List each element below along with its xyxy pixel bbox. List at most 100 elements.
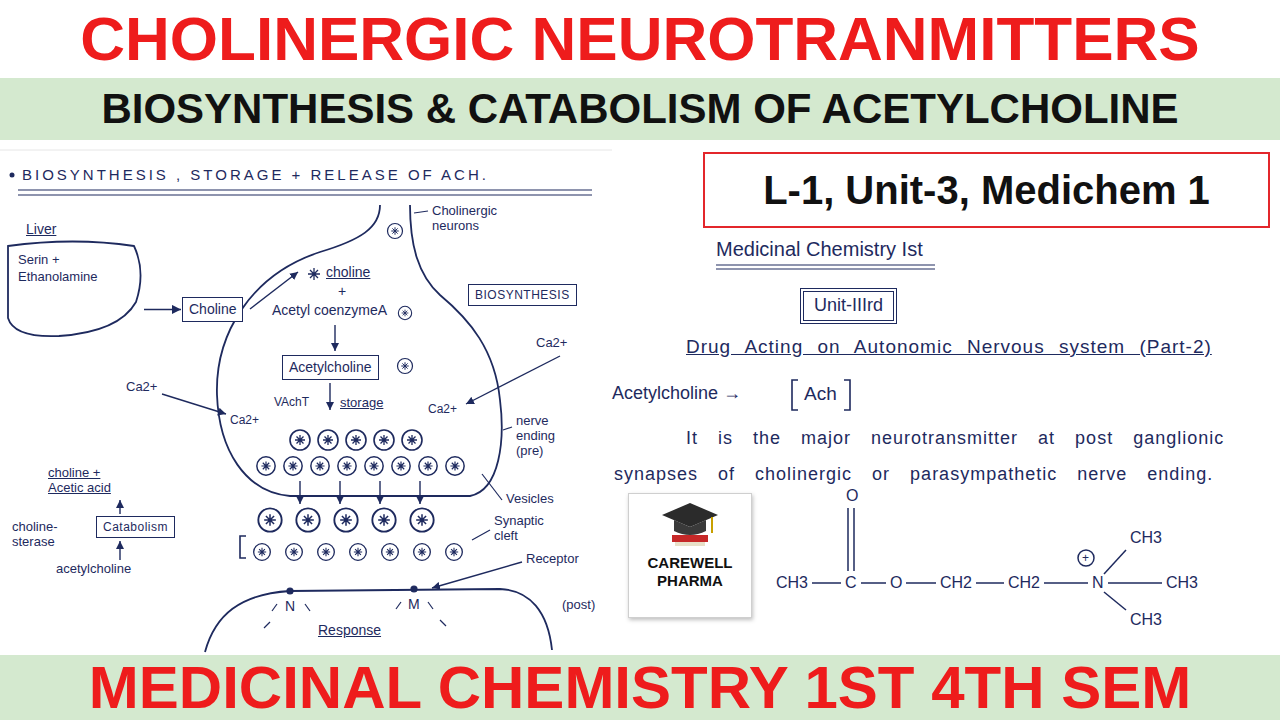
flow-arrow xyxy=(119,541,120,560)
vesicle-symbol xyxy=(382,544,399,561)
vesicle-symbol xyxy=(392,457,410,475)
receptor-symbol xyxy=(396,602,401,609)
callout-label: Receptor xyxy=(526,552,579,567)
note-heading: Drug Acting on Autonomic Nervous system … xyxy=(686,336,1212,358)
receptor-label: M xyxy=(408,596,420,612)
logo-icon xyxy=(711,517,713,533)
callout-label: Synaptic cleft xyxy=(494,514,554,544)
neuron-terminal xyxy=(217,205,502,496)
abbreviation: Ach xyxy=(804,383,837,405)
enzyme-label: choline- sterase xyxy=(12,520,72,550)
atom-label: CH3 xyxy=(776,575,808,591)
flow-arrow xyxy=(334,325,335,351)
callout-label: Vesicles xyxy=(506,492,554,507)
leader-line xyxy=(503,427,512,430)
callout-label: nerve ending (pre) xyxy=(516,414,578,459)
flow-arrow xyxy=(419,481,420,504)
ion-label: Ca2+ xyxy=(126,380,157,395)
node-text: L-1, Unit-3, Medichem 1 xyxy=(763,168,1210,212)
flow-arrow xyxy=(120,272,560,588)
flow-arrow xyxy=(379,481,380,504)
vesicle-symbol xyxy=(365,457,383,475)
atom-label: CH3 xyxy=(1166,575,1198,591)
chemical-bond xyxy=(1108,582,1162,584)
chemical-bond xyxy=(812,508,1162,610)
logo-icon xyxy=(672,535,708,542)
atom-label: C xyxy=(845,575,857,591)
vesicle-symbol xyxy=(346,430,366,450)
ion-label: Ca2+ xyxy=(536,336,567,351)
atom-label: CH3 xyxy=(1130,612,1162,628)
node-text: MEDICINAL CHEMISTRY 1ST 4TH SEM xyxy=(89,658,1191,718)
plus-sign: + xyxy=(338,283,346,299)
node-text: Catabolism xyxy=(103,520,168,534)
flow-arrow xyxy=(466,356,560,404)
atom-label: CH2 xyxy=(940,575,972,591)
vesicle-symbol xyxy=(290,430,310,450)
receptor-symbol xyxy=(305,604,310,611)
logo-box: CAREWELL PHARMA xyxy=(628,493,752,618)
response-label: Response xyxy=(318,622,381,638)
page-title: CHOLINERGIC NEUROTRANMITTERS xyxy=(80,8,1199,70)
chemical-bond xyxy=(976,582,1004,584)
paper-edge xyxy=(0,150,612,151)
callout-label: Cholinergic neurons xyxy=(432,204,514,234)
chemical-bond xyxy=(847,508,849,571)
vesicle-symbol xyxy=(398,306,411,319)
chemical-bond xyxy=(1104,592,1126,610)
vesicle-symbol xyxy=(374,430,394,450)
logo-icon xyxy=(675,542,705,546)
receptor-symbol xyxy=(264,622,270,628)
note-underline xyxy=(716,265,935,269)
storage-label: storage xyxy=(340,396,383,411)
vesicle-symbol xyxy=(398,359,413,374)
atom-label: CH2 xyxy=(1008,575,1040,591)
atom-label: N xyxy=(1092,575,1104,591)
section-underline xyxy=(18,189,592,190)
node-text: BIOSYNTHESIS xyxy=(475,288,570,302)
vesicle-symbol xyxy=(311,457,329,475)
substrate-label: choline xyxy=(326,264,370,280)
star-mark xyxy=(308,268,320,280)
vesicle-symbol xyxy=(338,457,356,475)
bracket xyxy=(844,380,850,410)
vesicle-symbol xyxy=(258,508,281,531)
neuron-terminal xyxy=(217,205,502,496)
paper-edge xyxy=(0,150,612,151)
flow-arrow xyxy=(339,481,340,504)
ion-label: Ca2+ xyxy=(428,403,457,417)
note-heading: Medicinal Chemistry Ist xyxy=(716,238,923,261)
vesicle-symbol xyxy=(257,457,275,475)
lecture-box: L-1, Unit-3, Medichem 1 xyxy=(703,152,1270,228)
note-text: Acetylcholine → xyxy=(612,383,741,404)
vesicle-symbol xyxy=(284,457,302,475)
atom-label: O xyxy=(846,488,858,504)
section-underline xyxy=(18,194,592,195)
note-paragraph: It is the major neurotransmitter at post… xyxy=(614,420,1250,492)
node-text: CAREWELL PHARMA xyxy=(640,554,740,590)
liver-body: Serin + Ethanolamine xyxy=(18,252,102,285)
callout-label: (post) xyxy=(562,598,595,613)
vesicle-symbol xyxy=(446,457,464,475)
note-underline xyxy=(716,264,935,265)
connector-arrow xyxy=(144,309,181,311)
flow-arrow xyxy=(432,562,522,588)
flow-arrow xyxy=(299,481,300,504)
bracket xyxy=(240,536,246,558)
logo-icon xyxy=(674,520,706,535)
vesicle-symbol xyxy=(334,508,357,531)
vesicle-symbol xyxy=(318,544,335,561)
flow-arrow xyxy=(162,394,226,414)
vesicle-symbol xyxy=(419,457,437,475)
note-underline xyxy=(716,268,935,269)
vesicle-symbol xyxy=(254,224,465,561)
chemical-bond xyxy=(812,582,841,584)
leader-line xyxy=(482,474,502,500)
substrate-label: Acetyl coenzymeA xyxy=(272,302,387,318)
receptor-symbol xyxy=(440,620,446,626)
transporter-label: VAchT xyxy=(274,396,309,410)
section-heading: BIOSYNTHESIS , STORAGE + RELEASE OF ACH. xyxy=(22,166,489,183)
receptor-symbol xyxy=(272,604,277,611)
process-box: Acetylcholine xyxy=(282,355,379,380)
